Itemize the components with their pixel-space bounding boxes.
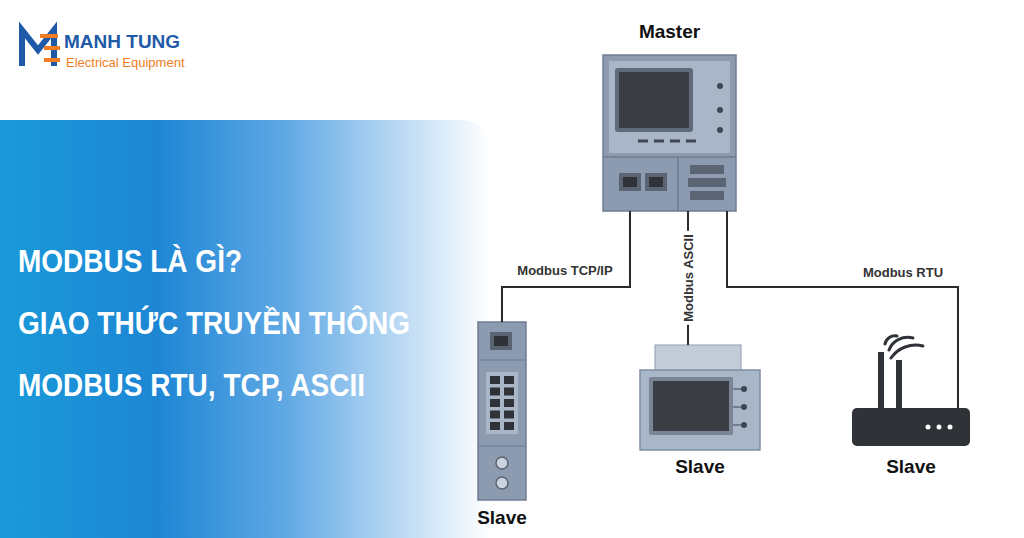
connector-line <box>727 211 958 408</box>
title: MODBUS LÀ GÌ? <box>18 231 242 293</box>
master-device-box: Master <box>603 55 736 211</box>
subtitle: GIAO THỨC TRUYỀN THÔNG MODBUS RTU, TCP, … <box>18 293 444 417</box>
logo-icon <box>22 30 60 66</box>
protocol-label: Modbus TCP/IP <box>514 262 615 279</box>
logo-tagline: Electrical Equipment <box>66 55 185 70</box>
device-label: Slave <box>886 456 936 478</box>
panel-device <box>640 345 760 450</box>
router <box>852 336 970 446</box>
protocol-label: Modbus RTU <box>860 264 946 281</box>
master-device <box>603 55 736 211</box>
connector-line <box>502 211 630 322</box>
protocol-label: Modbus ASCII <box>680 231 697 325</box>
slave-module-box: Slave <box>478 322 526 500</box>
din-module <box>478 322 526 500</box>
slave-router-box: Slave <box>852 408 970 446</box>
device-label: Slave <box>675 456 725 478</box>
logo-name: MANH TUNG <box>64 31 180 53</box>
device-label: Master <box>639 21 700 43</box>
slave-panel-box: Slave <box>640 345 760 450</box>
device-label: Slave <box>477 507 527 529</box>
